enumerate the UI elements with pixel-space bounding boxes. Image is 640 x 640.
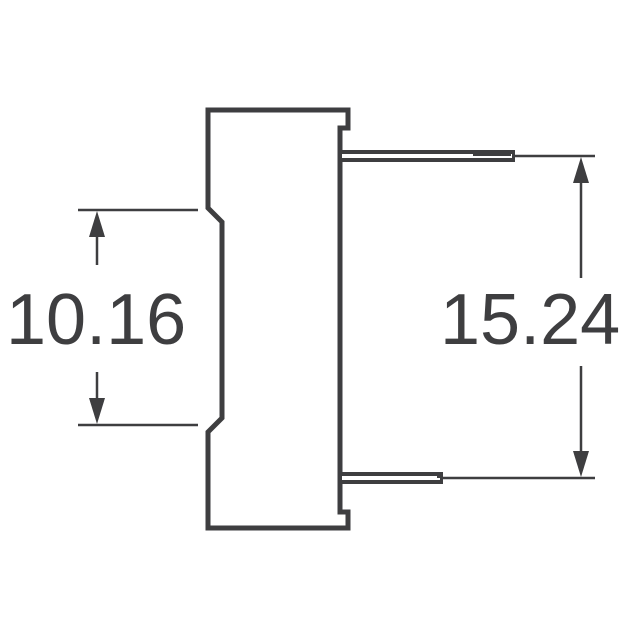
arrow-up-icon — [89, 211, 105, 237]
lower-pin — [342, 472, 443, 484]
arrow-down-icon — [573, 451, 589, 477]
component-body-outline — [205, 107, 351, 531]
dimension-label-pin-spacing: 15.24 — [440, 280, 621, 360]
arrow-down-icon — [89, 398, 105, 424]
arrow-up-icon — [573, 157, 589, 183]
upper-pin — [342, 150, 515, 162]
dimension-label-body-height: 10.16 — [6, 280, 187, 360]
